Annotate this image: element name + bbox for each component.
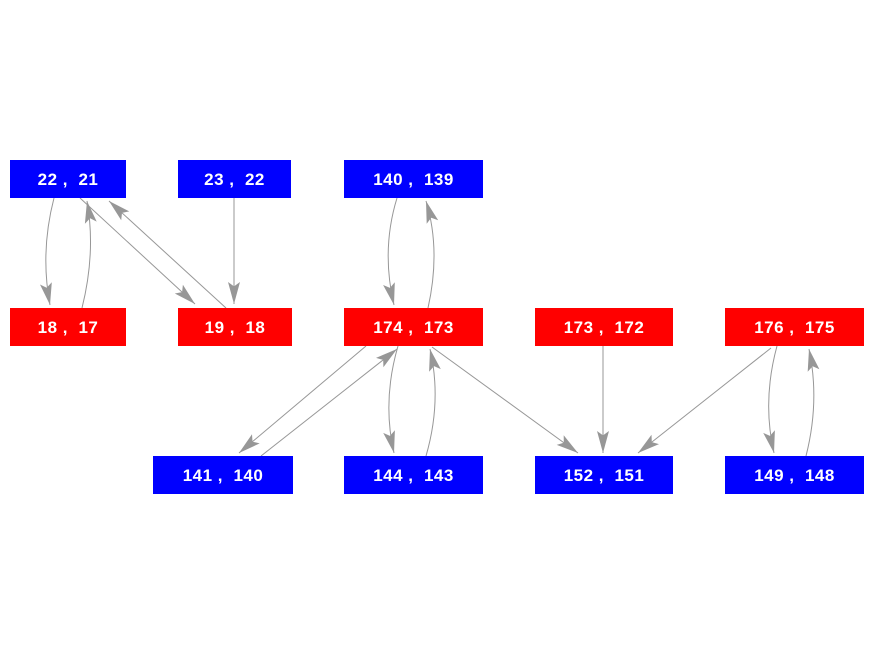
node-label: 141 , 140 bbox=[182, 465, 264, 485]
edge-176_175-to-152_151 bbox=[637, 347, 772, 454]
edge-line bbox=[260, 348, 398, 457]
edge-23_22-to-19_18 bbox=[228, 198, 240, 304]
node-label: 176 , 175 bbox=[754, 317, 835, 337]
graph-node-152_151: 152 , 151 bbox=[535, 456, 673, 494]
edge-line bbox=[108, 200, 227, 309]
graph-node-22_21: 22 , 21 bbox=[10, 160, 126, 198]
arrowhead-icon bbox=[763, 430, 775, 453]
arrowhead-icon bbox=[638, 434, 659, 453]
edge-line bbox=[431, 346, 579, 454]
arrowhead-icon bbox=[174, 284, 195, 304]
graph-node-176_175: 176 , 175 bbox=[725, 308, 864, 346]
arrowhead-icon bbox=[807, 349, 820, 372]
node-label: 173 , 172 bbox=[563, 317, 645, 337]
node-label: 22 , 21 bbox=[37, 169, 99, 189]
graph-node-23_22: 23 , 22 bbox=[178, 160, 291, 198]
edge-174_173-to-140_139 bbox=[425, 200, 439, 309]
arrowhead-icon bbox=[376, 349, 397, 368]
edge-140_139-to-174_173 bbox=[383, 197, 398, 306]
arrowhead-icon bbox=[426, 201, 439, 224]
edge-line bbox=[238, 345, 367, 454]
graph-node-140_139: 140 , 139 bbox=[344, 160, 483, 198]
node-label: 140 , 139 bbox=[373, 169, 454, 189]
node-label: 19 , 18 bbox=[204, 317, 266, 337]
arrowhead-icon bbox=[383, 430, 395, 453]
edge-144_143-to-174_173 bbox=[425, 348, 441, 457]
edge-18_17-to-22_21 bbox=[81, 200, 97, 309]
node-label: 149 , 148 bbox=[754, 465, 835, 485]
edge-line bbox=[637, 347, 772, 454]
arrowhead-icon bbox=[429, 349, 441, 372]
node-label: 144 , 143 bbox=[373, 465, 454, 485]
edge-176_175-to-149_148 bbox=[763, 345, 778, 454]
node-label: 18 , 17 bbox=[37, 317, 99, 337]
arrowhead-icon bbox=[383, 282, 395, 305]
edge-22_21-to-18_17 bbox=[40, 197, 55, 306]
node-label: 152 , 151 bbox=[563, 465, 645, 485]
arrowhead-icon bbox=[228, 282, 240, 304]
edge-141_140-to-174_173 bbox=[260, 348, 398, 457]
arrowhead-icon bbox=[556, 435, 578, 453]
arrowhead-icon bbox=[40, 282, 52, 305]
graph-node-144_143: 144 , 143 bbox=[344, 456, 483, 494]
arrowhead-icon bbox=[239, 434, 260, 453]
arrowhead-icon bbox=[597, 431, 609, 453]
edge-174_173-to-141_140 bbox=[238, 345, 367, 454]
graph-node-149_148: 149 , 148 bbox=[725, 456, 864, 494]
arrowhead-icon bbox=[84, 201, 97, 224]
edge-22_21-to-19_18 bbox=[79, 197, 196, 305]
edge-174_173-to-144_143 bbox=[383, 345, 399, 454]
edge-174_173-to-152_151 bbox=[431, 346, 579, 454]
graph-node-18_17: 18 , 17 bbox=[10, 308, 126, 346]
arrowhead-icon bbox=[109, 201, 130, 221]
graph-node-19_18: 19 , 18 bbox=[178, 308, 292, 346]
edge-line bbox=[79, 197, 196, 305]
graph-node-141_140: 141 , 140 bbox=[153, 456, 293, 494]
node-label: 174 , 173 bbox=[373, 317, 454, 337]
edge-173_172-to-152_151 bbox=[597, 346, 609, 453]
edge-149_148-to-176_175 bbox=[805, 348, 820, 457]
graph-node-174_173: 174 , 173 bbox=[344, 308, 483, 346]
node-label: 23 , 22 bbox=[204, 169, 265, 189]
graph-node-173_172: 173 , 172 bbox=[535, 308, 673, 346]
edge-19_18-to-22_21 bbox=[108, 200, 227, 309]
